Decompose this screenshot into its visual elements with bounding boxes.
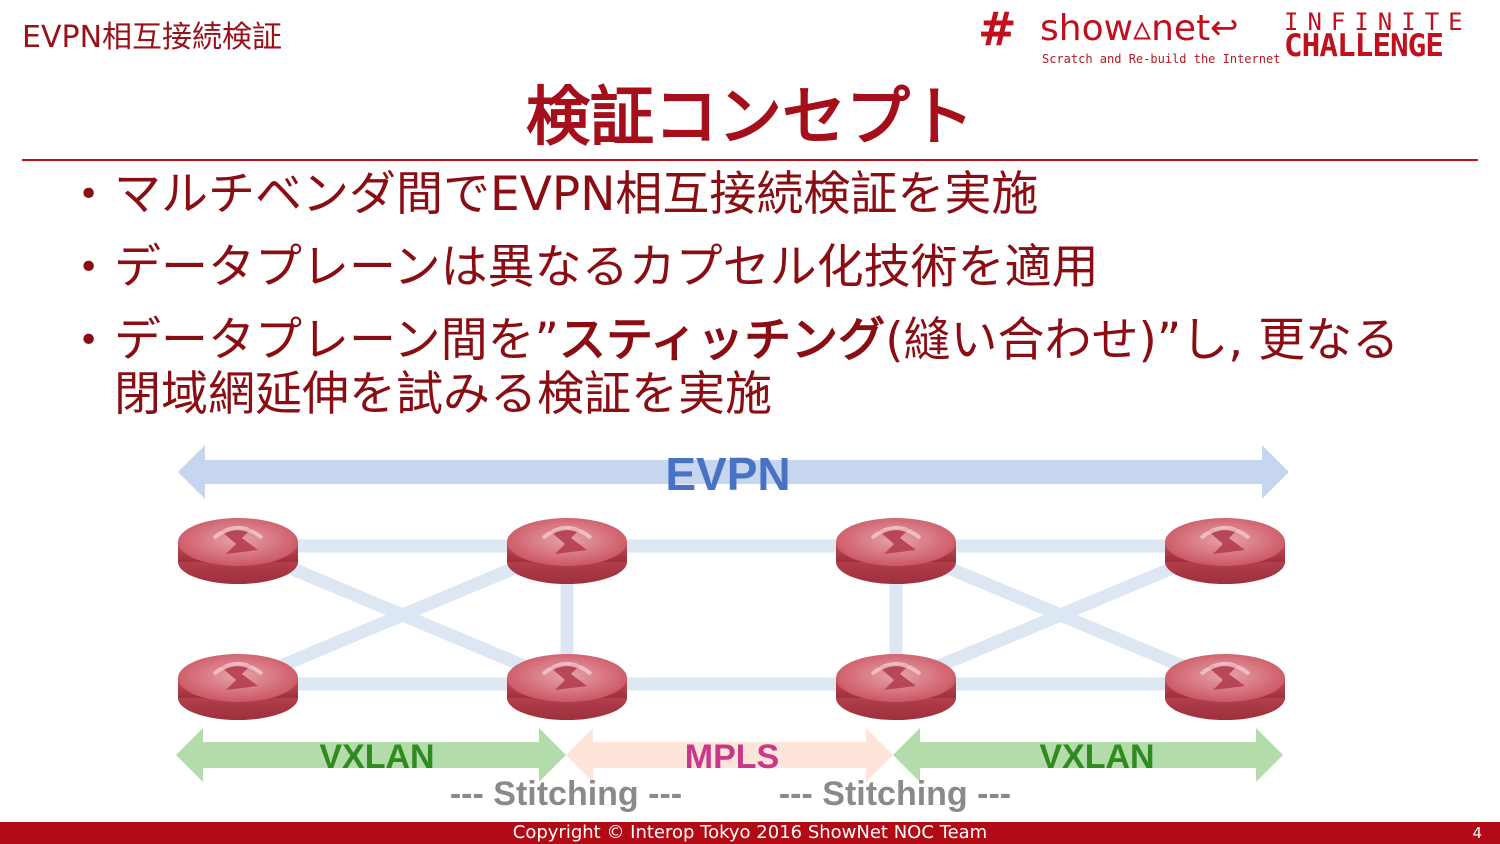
bullet-item: データプレーン間を”スティッチング(縫い合わせ)”し, 更なる閉域網延伸を試みる… [78, 314, 1438, 422]
logo-tagline: Scratch and Re-build the Internet [1042, 52, 1281, 66]
page-number: 4 [1472, 824, 1482, 842]
router-icon [178, 654, 298, 720]
mpls-label: MPLS [685, 738, 779, 776]
router-icon [1165, 654, 1285, 720]
bullet-item: データプレーンは異なるカプセル化技術を適用 [78, 241, 1438, 296]
slide-title: 検証コンセプト [526, 81, 974, 155]
router-icon [178, 518, 298, 584]
vxlan-segment-left: VXLAN [176, 728, 566, 782]
copyright-text: Copyright © Interop Tokyo 2016 ShowNet N… [512, 822, 988, 843]
vxlan-label-right: VXLAN [1039, 738, 1154, 776]
router-icon [836, 654, 956, 720]
topology-links [235, 539, 1228, 691]
evpn-arrow: EVPN [178, 445, 1289, 500]
stitching-label-left: --- Stitching --- [450, 775, 682, 813]
evpn-topology-diagram: EVPN [176, 445, 1289, 813]
stitching-label-right: --- Stitching --- [779, 775, 1011, 813]
evpn-label: EVPN [665, 448, 790, 500]
router-icon [507, 518, 627, 584]
section-title: EVPN相互接続検証 [22, 20, 283, 55]
emphasis-stitching: スティッチング [559, 313, 886, 368]
logo-challenge: CHALLENGE [1284, 28, 1444, 64]
footer-bar: Copyright © Interop Tokyo 2016 ShowNet N… [0, 822, 1500, 844]
shownet-logo: # show▵net ↩ Scratch and Re-build the In… [978, 2, 1488, 70]
logo-infinite: INFINITE [1284, 8, 1472, 36]
logo-hash: # [978, 2, 1017, 56]
router-icon [1165, 518, 1285, 584]
mpls-segment: MPLS [566, 728, 893, 782]
return-arrow-icon: ↩ [1210, 8, 1239, 48]
vxlan-segment-right: VXLAN [893, 728, 1283, 782]
bullet-item: マルチベンダ間でEVPN相互接続検証を実施 [78, 168, 1438, 223]
routers [178, 518, 1285, 720]
logo-brand: show▵net [1040, 8, 1211, 49]
router-icon [836, 518, 956, 584]
router-icon [507, 654, 627, 720]
title-divider [22, 159, 1478, 161]
bullet-list: マルチベンダ間でEVPN相互接続検証を実施 データプレーンは異なるカプセル化技術… [78, 168, 1438, 441]
vxlan-label-left: VXLAN [319, 738, 434, 776]
